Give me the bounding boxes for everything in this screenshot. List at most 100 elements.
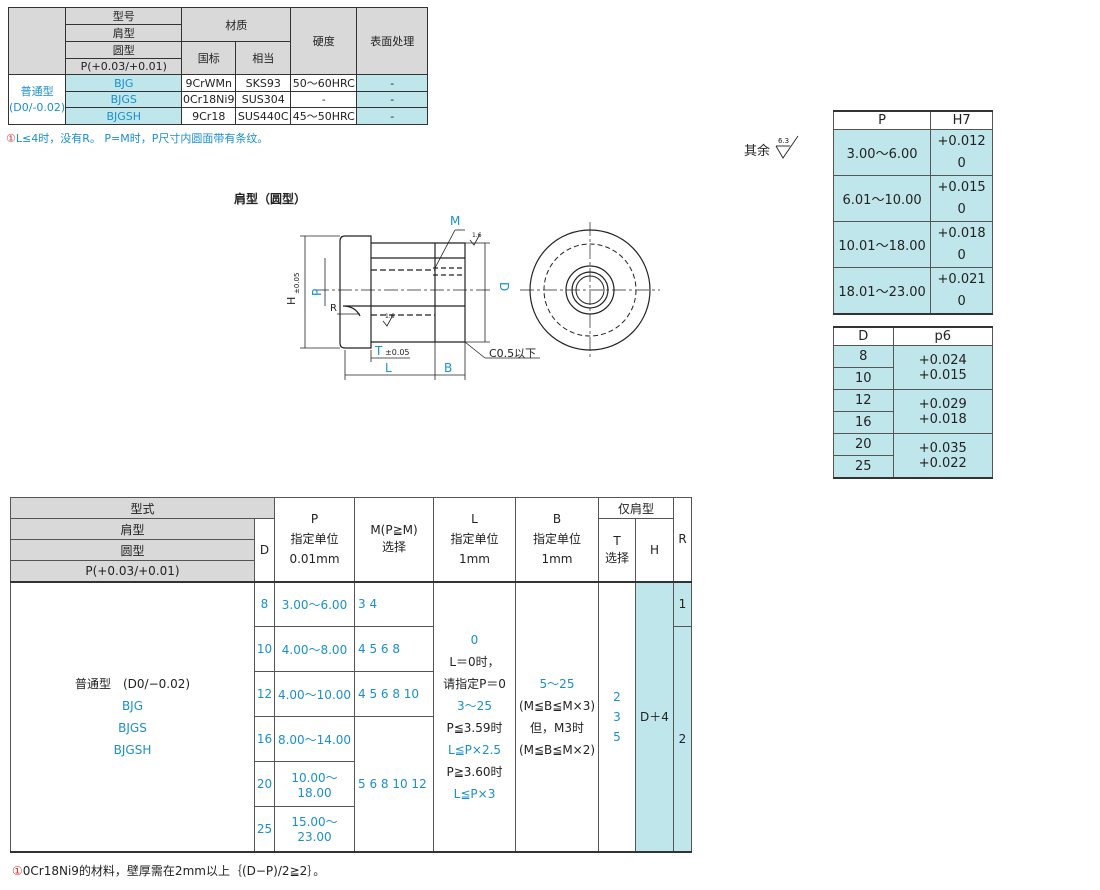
header-type: 型式 <box>10 497 275 519</box>
d-cell: 16 <box>254 716 275 762</box>
r-cell: 1 <box>673 580 692 627</box>
header-m1: M(P≧M) <box>370 523 418 538</box>
p6-lower: +0.015 <box>918 367 967 383</box>
m-cell: 3 4 <box>354 580 434 627</box>
h-cell: D＋4 <box>635 580 674 852</box>
p6-col-d: D <box>833 326 894 346</box>
h7-range: 10.01～18.00 <box>832 221 932 268</box>
p6-lower: +0.018 <box>918 411 967 427</box>
header-p: P <box>310 512 319 527</box>
header-round: 圆型 <box>65 41 183 59</box>
h7-lower: 0 <box>957 155 966 171</box>
h7-range: 18.01～23.00 <box>832 267 932 315</box>
type-cell: 普通型 (D0/−0.02) BJG BJGS BJGSH <box>10 580 255 852</box>
header-round: 圆型 <box>10 539 255 561</box>
h7-lower: 0 <box>957 201 966 217</box>
label-b: B <box>444 361 452 375</box>
h7-col-p: P <box>832 110 932 130</box>
code-cell: BJGS <box>65 91 183 108</box>
surface-cell: - <box>356 107 429 125</box>
gb-cell: 0Cr18Ni9 <box>181 91 237 108</box>
header-shoulder: 肩型 <box>10 518 255 540</box>
drawing-title: 肩型（圆型） <box>234 192 307 206</box>
equiv-cell: SUS440C <box>235 107 292 125</box>
header-p-unit1: 指定单位 <box>290 532 339 547</box>
header-l-cell: L 指定单位 1mm <box>433 497 516 582</box>
p6-col-p6: p6 <box>892 326 994 346</box>
header-b-cell: B 指定单位 1mm <box>515 497 599 582</box>
header-material: 材质 <box>181 7 292 42</box>
p6-table: D p6 8 +0.024+0.015 10 12 +0.029+0.018 1… <box>833 326 994 479</box>
p-cell: 8.00～14.00 <box>274 716 355 762</box>
header-b-unit2: 1mm <box>541 552 573 567</box>
p6-upper: +0.024 <box>918 352 967 368</box>
l-text: 0 <box>470 632 479 647</box>
label-m: M <box>450 214 460 228</box>
code-cell: BJG <box>65 74 183 92</box>
d-cell: 25 <box>254 806 275 852</box>
header-d: D <box>254 518 275 582</box>
h7-upper: +0.021 <box>937 271 986 287</box>
b-cell: 5～25 (M≦B≦M×3) 但，M3时 (M≦B≦M×2) <box>515 580 599 852</box>
label-h-tol: ±0.05 <box>293 273 301 294</box>
hardness-cell: 45～50HRC <box>290 107 358 125</box>
b-text: 5～25 <box>539 676 575 691</box>
d-cell: 8 <box>254 580 275 627</box>
p6-d: 20 <box>833 433 894 456</box>
p-cell: 15.00～23.00 <box>274 806 355 852</box>
header-m2: 选择 <box>381 540 406 555</box>
h7-upper: +0.012 <box>937 133 986 149</box>
other-rough-value: 6.3 <box>778 137 789 145</box>
h7-range: 6.01～10.00 <box>832 175 932 222</box>
label-t: T <box>374 344 383 358</box>
equiv-cell: SUS304 <box>235 91 292 108</box>
p-cell: 4.00～10.00 <box>274 671 355 717</box>
other-label: 其余 <box>744 144 771 159</box>
h7-col-h7: H7 <box>930 110 993 130</box>
main-code: BJGS <box>118 720 147 735</box>
header-hardness: 硬度 <box>290 7 358 75</box>
rough-bottom-symbol <box>382 314 394 327</box>
label-d: D <box>497 282 511 291</box>
label-chamfer: C0.5以下 <box>489 347 536 360</box>
h7-lower: 0 <box>957 247 966 263</box>
note-mark: ① <box>6 132 16 145</box>
p6-d: 12 <box>833 389 894 412</box>
header-m-cell: M(P≧M) 选择 <box>354 497 434 582</box>
header-shoulder: 肩型 <box>65 24 183 42</box>
hardness-cell: 50～60HRC <box>290 74 358 92</box>
main-code: BJGSH <box>113 742 152 757</box>
h7-upper: +0.015 <box>937 179 986 195</box>
header-b: B <box>552 512 562 527</box>
hardness-cell: - <box>290 91 358 108</box>
gb-cell: 9CrWMn <box>181 74 237 92</box>
main-note: ①0Cr18Ni9的材料，壁厚需在2mm以上｛(D−P)/2≧2｝。 <box>12 862 325 879</box>
main-code: BJG <box>121 698 144 713</box>
label-t-tol: ±0.05 <box>385 348 410 357</box>
m-cell: 5 6 8 10 12 <box>354 716 434 852</box>
header-r: R <box>673 497 692 582</box>
note-text: L≤4时，没有R。 P=M时，P尺寸内圆面带有条纹。 <box>15 132 269 145</box>
header-h: H <box>635 518 674 582</box>
p6-upper: +0.035 <box>918 440 967 456</box>
t-value: 2 <box>613 689 621 704</box>
equiv-cell: SKS93 <box>235 74 292 92</box>
p6-d: 10 <box>833 367 894 390</box>
header-type-label: 型号 <box>65 7 183 25</box>
l-text: 请指定P＝0 <box>443 676 506 691</box>
label-l: L <box>385 361 392 375</box>
header-t-cell: T 选择 <box>598 518 636 582</box>
front-view <box>520 222 660 358</box>
l-text: 3～25 <box>457 698 492 713</box>
label-p: P <box>310 289 324 296</box>
p-cell: 4.00～8.00 <box>274 626 355 672</box>
header-equiv: 相当 <box>235 41 292 75</box>
p-cell: 10.00～18.00 <box>274 761 355 807</box>
r-cell: 2 <box>673 626 692 852</box>
header-t1: T <box>613 533 621 548</box>
type-name-cell: 普通型 (D0/-0.02) <box>7 74 67 125</box>
l-cell: 0 L＝0时， 请指定P＝0 3～25 P≦3.59时 L≦P×2.5 P≧3.… <box>433 580 516 852</box>
h7-lower: 0 <box>957 293 966 309</box>
header-shoulder-only: 仅肩型 <box>598 497 674 519</box>
m-cell: 4 5 6 8 10 <box>354 671 434 717</box>
